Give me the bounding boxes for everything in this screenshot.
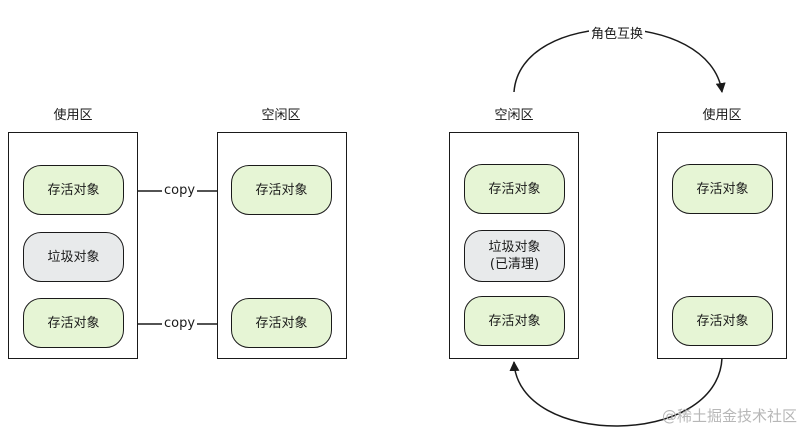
left-used-label: 使用区 <box>53 108 93 123</box>
right-used-label: 使用区 <box>702 108 742 123</box>
right-free-live-object-1: 存活对象 <box>464 164 565 214</box>
left-used-live-object-2: 存活对象 <box>23 298 124 348</box>
right-free-label: 空闲区 <box>494 108 534 123</box>
copy-label-top: copy <box>162 183 198 198</box>
right-free-live-object-2: 存活对象 <box>464 296 565 346</box>
role-swap-label: 角色互换 <box>589 23 646 42</box>
left-free-label: 空闲区 <box>261 108 301 123</box>
right-used-live-object-1: 存活对象 <box>672 164 773 214</box>
watermark-text: @稀土掘金技术社区 <box>661 407 797 425</box>
left-used-garbage-object: 垃圾对象 <box>23 232 124 282</box>
swap-arc-bottom <box>509 357 723 427</box>
copy-label-bottom: copy <box>162 316 198 331</box>
right-free-cleared-garbage-object: 垃圾对象 (已清理) <box>464 230 565 282</box>
left-used-live-object-1: 存活对象 <box>23 165 124 215</box>
left-free-live-object-2: 存活对象 <box>231 298 332 348</box>
right-used-live-object-2: 存活对象 <box>672 296 773 346</box>
left-free-live-object-1: 存活对象 <box>231 165 332 215</box>
